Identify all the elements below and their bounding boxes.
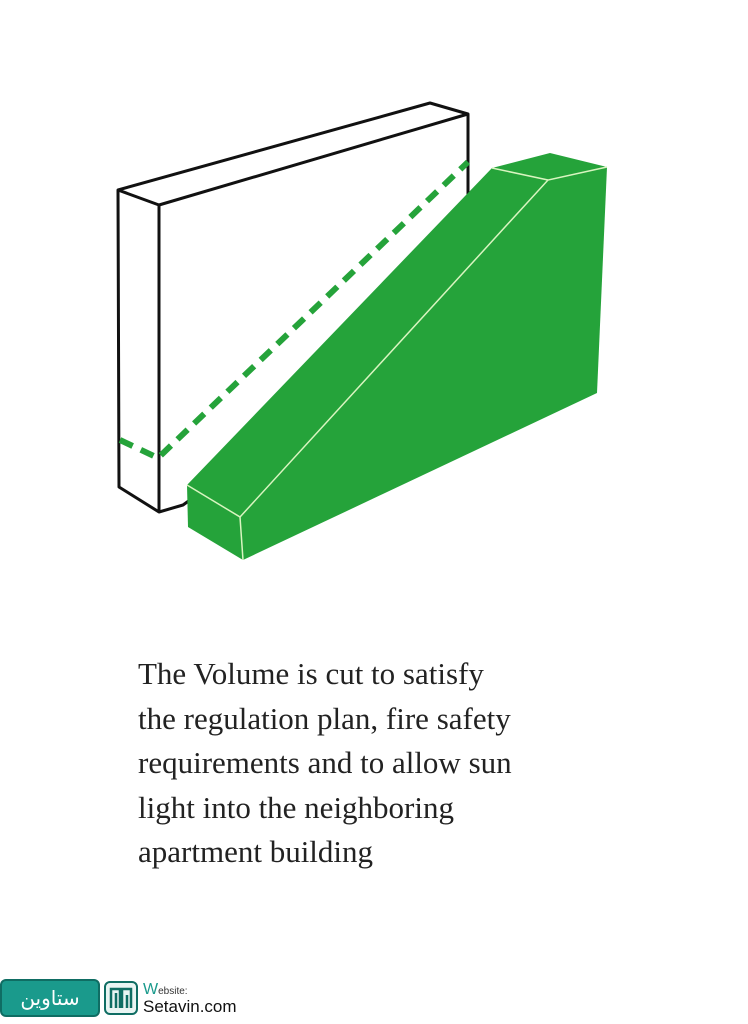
caption-line: requirements and to allow sun xyxy=(138,745,512,780)
caption-text: The Volume is cut to satisfy the regulat… xyxy=(138,652,698,875)
cut-volume-green xyxy=(186,153,608,561)
building-volume-diagram xyxy=(116,101,608,561)
cut-line-dashed xyxy=(118,159,471,462)
logo-domain: Setavin.com xyxy=(143,996,237,1016)
logo-mark-icon xyxy=(104,981,138,1015)
caption-line: The Volume is cut to satisfy xyxy=(138,656,484,691)
caption-line: the regulation plan, fire safety xyxy=(138,700,511,736)
caption-line: light into the neighboring xyxy=(138,789,454,825)
caption-line: apartment building xyxy=(138,834,374,869)
watermark-logo: ستاوین Website: Setavin.com xyxy=(0,978,237,1018)
logo-arabic-name: ستاوین xyxy=(0,979,100,1017)
logo-website: Website: Setavin.com xyxy=(143,980,237,1016)
